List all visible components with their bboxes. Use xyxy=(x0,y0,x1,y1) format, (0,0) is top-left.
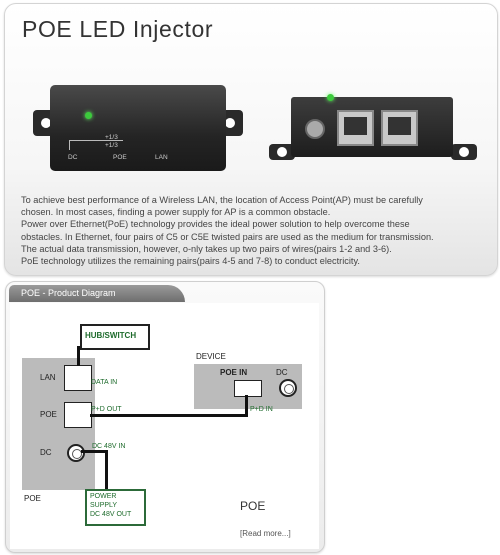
device-dc-jack-icon xyxy=(279,379,297,397)
lan-label: LAN xyxy=(155,154,168,161)
rj45-port-icon xyxy=(381,110,418,146)
poe-label: POE xyxy=(113,154,127,161)
description-line: obstacles. In Ethernet, four pairs of C5… xyxy=(21,231,434,242)
read-more-link[interactable]: [Read more...] xyxy=(240,529,291,538)
description-line: chosen. In most cases, finding a power s… xyxy=(21,207,331,218)
pin-label: +1/3 xyxy=(105,142,118,149)
poe-unit-label: POE xyxy=(24,494,41,503)
wire-hub-to-lan xyxy=(77,346,80,366)
device-dc-label: DC xyxy=(276,368,288,377)
mount-flange-right xyxy=(451,144,477,160)
device-label: DEVICE xyxy=(196,352,226,361)
dc-label: DC xyxy=(68,154,78,161)
power-supply-label: POWER SUPPLY DC 48V OUT xyxy=(90,493,132,518)
product-description: To achieve best performance of a Wireles… xyxy=(21,194,491,267)
dc-jack-icon xyxy=(305,119,325,139)
mount-flange-left xyxy=(269,144,295,160)
dc-48v-in-label: DC 48V IN xyxy=(92,443,126,450)
product-diagram-card: POE - Product Diagram POE DEVICE HUB/SWI… xyxy=(5,281,325,553)
power-led-icon xyxy=(327,94,334,101)
product-title: POE LED Injector xyxy=(22,16,214,42)
wire-device-drop xyxy=(245,395,248,417)
description-line: To achieve best performance of a Wireles… xyxy=(21,195,423,205)
dc-jack-icon xyxy=(67,444,85,462)
rj45-port-icon xyxy=(337,110,374,146)
lan-label: LAN xyxy=(40,373,56,382)
pin-label: +1/3 xyxy=(105,134,118,141)
hub-switch-label: HUB/SWITCH xyxy=(85,331,137,340)
pd-in-label: P+D IN xyxy=(250,406,273,413)
hub-switch-box xyxy=(80,324,150,350)
pd-out-label: P+D OUT xyxy=(91,406,122,413)
lan-port-box xyxy=(64,365,92,391)
diagram-tab: POE - Product Diagram xyxy=(9,285,185,302)
poe-injector-rear-image xyxy=(269,94,479,164)
device-poe-port-box xyxy=(234,380,262,397)
description-line: Power over Ethernet(PoE) technology prov… xyxy=(21,219,410,230)
power-led-icon xyxy=(85,112,92,119)
dc-label: DC xyxy=(40,448,52,457)
diagram-tab-label: POE - Product Diagram xyxy=(21,288,116,298)
description-line: PoE technology utilizes the remaining pa… xyxy=(21,256,360,267)
product-name: POE xyxy=(240,499,266,513)
product-card: POE LED Injector +1/3 +1/3 DC POE LAN To… xyxy=(4,3,498,276)
injector-body xyxy=(50,85,226,171)
description-line: The actual data transmission, however, o… xyxy=(21,243,392,254)
wiring-diagram: POE DEVICE HUB/SWITCH LAN DATA IN POE P+… xyxy=(10,303,319,549)
poe-in-label: POE IN xyxy=(220,368,248,377)
poe-label: POE xyxy=(40,410,57,419)
wire-dc-down xyxy=(105,450,108,492)
poe-injector-front-image: +1/3 +1/3 DC POE LAN xyxy=(33,82,243,174)
wire-poe-to-device xyxy=(90,414,247,417)
wire-dc-out xyxy=(81,450,107,453)
power-supply-box xyxy=(85,489,146,526)
data-in-label: DATA IN xyxy=(91,379,118,386)
poe-port-box xyxy=(64,402,92,428)
